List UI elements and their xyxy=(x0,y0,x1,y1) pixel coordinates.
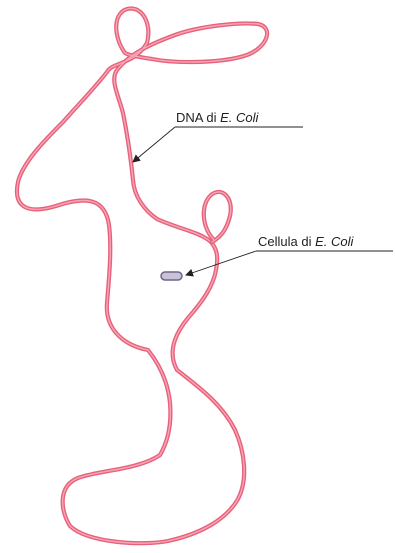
cell-label: Cellula di E. Coli xyxy=(258,235,353,248)
cell-label-species: E. Coli xyxy=(315,234,353,249)
ecoli-cell xyxy=(161,272,182,280)
dna-leader xyxy=(133,127,303,162)
cell-leader-arrow xyxy=(186,251,256,275)
dna-label-species: E. Coli xyxy=(220,110,258,125)
dna-label-prefix: DNA di xyxy=(176,110,220,125)
cell-label-prefix: Cellula di xyxy=(258,234,315,249)
dna-strand-core xyxy=(17,8,267,543)
dna-leader-arrow xyxy=(133,127,175,162)
dna-label: DNA di E. Coli xyxy=(176,111,258,124)
dna-strand xyxy=(17,8,267,543)
